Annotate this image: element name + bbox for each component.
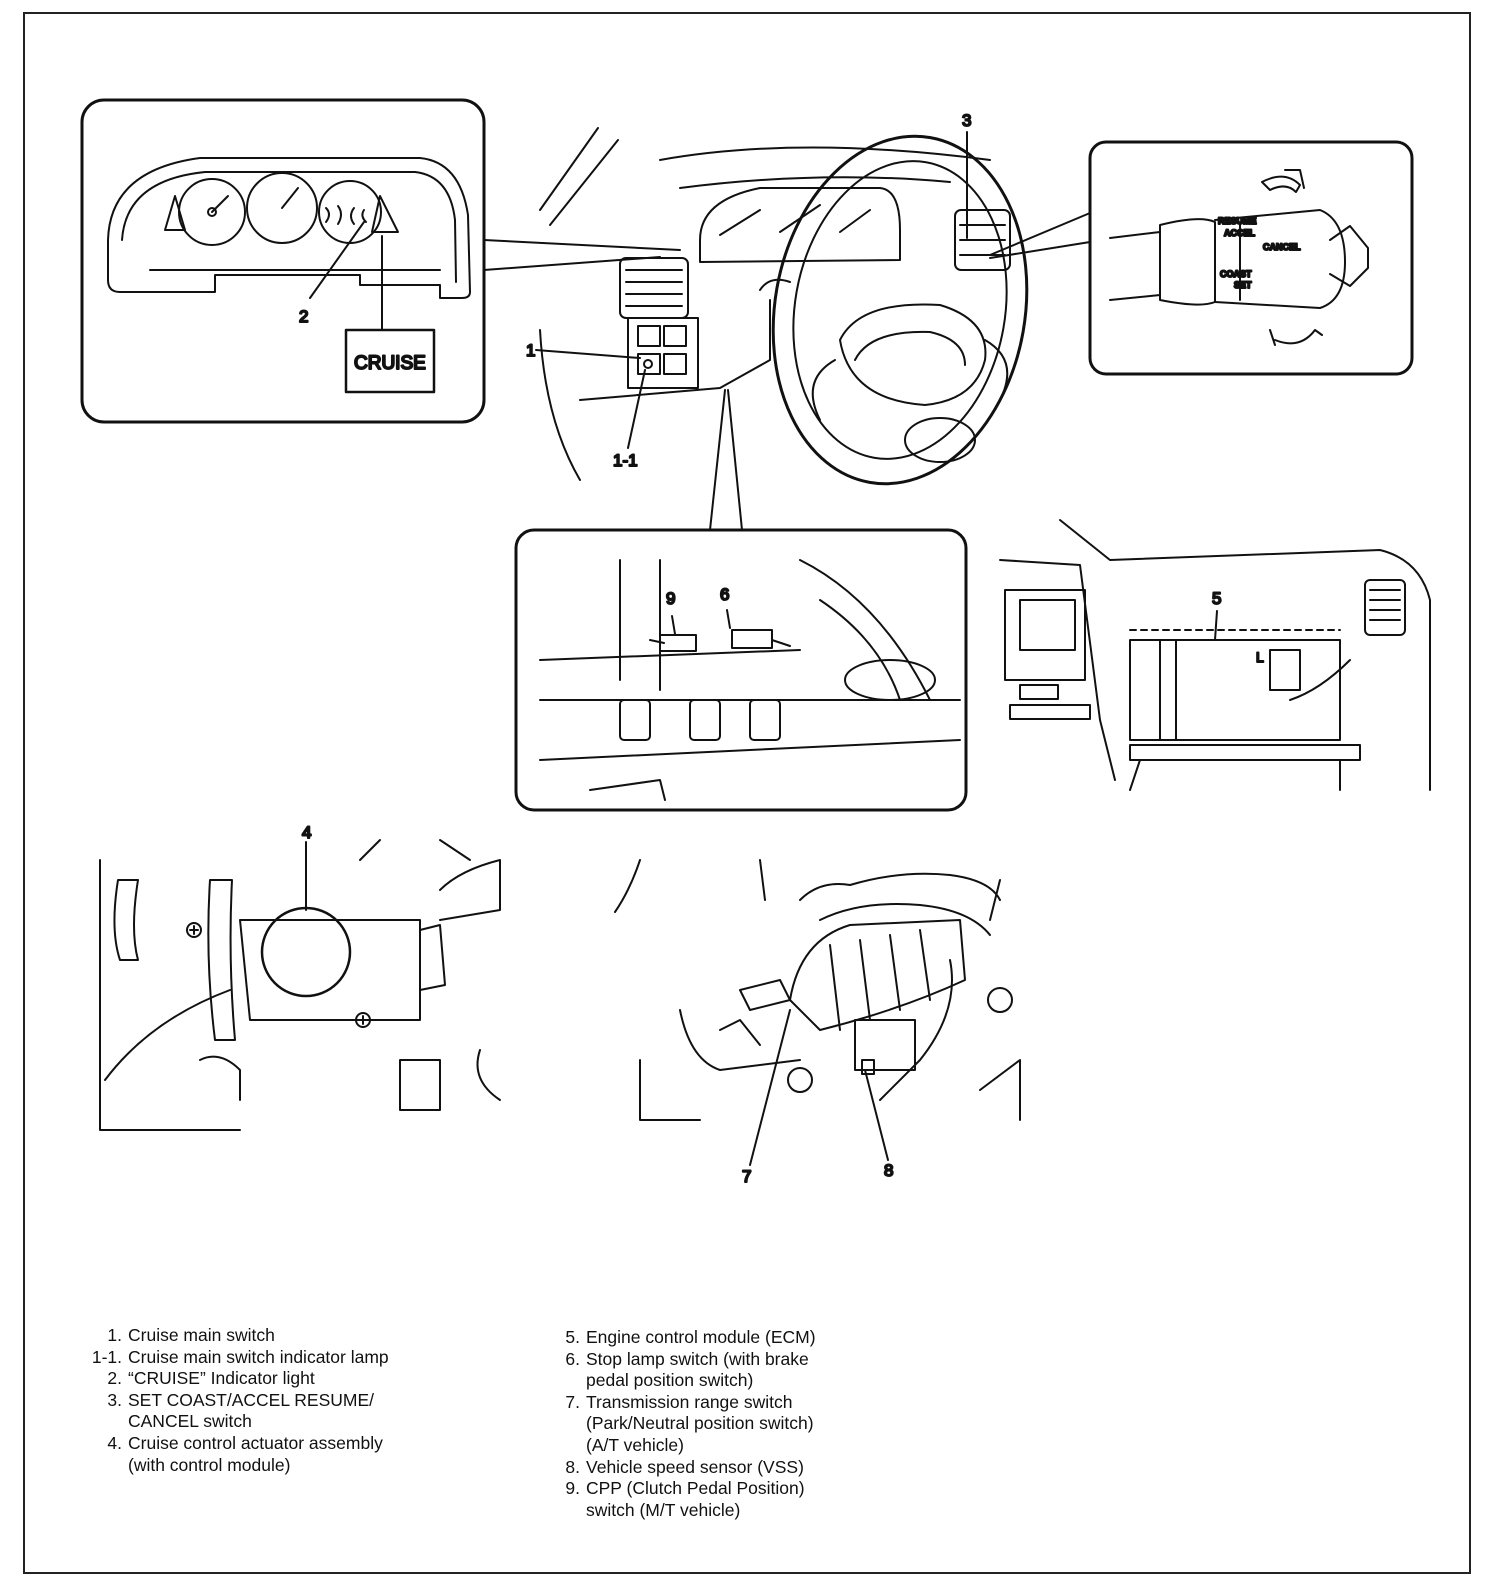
steering-wheel — [771, 134, 1029, 486]
legend-item-text: CPP (Clutch Pedal Position) switch (M/T … — [586, 1478, 805, 1520]
callout-5: 5 — [1212, 589, 1221, 608]
stalk-accel-label: ACCEL — [1224, 228, 1256, 238]
legend-item-number: 3. — [107, 1389, 122, 1410]
legend-item-number: 5. — [565, 1327, 580, 1347]
stalk-cancel-label: CANCEL — [1263, 242, 1301, 252]
actuator-view — [99, 839, 501, 1131]
instrument-cluster-inset — [80, 98, 681, 424]
legend-item-text: Engine control module (ECM) — [586, 1327, 816, 1347]
callout-3: 3 — [962, 111, 971, 130]
ecm-l-label: L — [1256, 649, 1264, 665]
legend-item-text: SET COAST/ACCEL RESUME/ CANCEL switch — [128, 1389, 375, 1432]
callout-2: 2 — [299, 307, 308, 326]
legend-item: 1. Cruise main switch — [82, 1325, 389, 1347]
legend-item-text: Stop lamp switch (with brake pedal posit… — [586, 1348, 809, 1391]
legend-item: 5. Engine control module (ECM) — [540, 1327, 816, 1349]
gauge-center — [246, 172, 318, 244]
legend-item-number: 1. — [107, 1325, 122, 1345]
dashboard-view — [535, 127, 1091, 531]
legend-item-number: 7. — [565, 1391, 580, 1412]
callout-6: 6 — [720, 585, 729, 604]
legend-item: 8. Vehicle speed sensor (VSS) — [540, 1457, 816, 1479]
legend-item: 9. CPP (Clutch Pedal Position) switch (M/… — [540, 1478, 816, 1521]
legend-item-number: 6. — [565, 1348, 580, 1369]
legend-item-text: Cruise main switch indicator lamp — [128, 1346, 389, 1367]
callout-7: 7 — [742, 1167, 751, 1186]
cruise-indicator-text: CRUISE — [354, 353, 426, 374]
legend-right: 5. Engine control module (ECM) 6. Stop lamp… — [540, 1327, 816, 1521]
legend-item: 4. Cruise control actuator assembly (with… — [82, 1433, 389, 1476]
legend-item: 6. Stop lamp switch (with brake pedal pos… — [540, 1349, 816, 1392]
actuator-body — [260, 906, 352, 998]
callout-9: 9 — [666, 589, 675, 608]
callout-1: 1 — [526, 341, 535, 360]
ecm-view — [999, 519, 1431, 791]
callout-8: 8 — [884, 1161, 893, 1180]
transmission-view — [614, 859, 1021, 1166]
stalk-resume-label: RESUME — [1218, 216, 1257, 226]
cruise-indicator-box — [344, 328, 436, 394]
stalk-set-label: SET — [1234, 280, 1252, 290]
stalk-coast-label: COAST — [1220, 269, 1252, 279]
legend-item-number: 2. — [107, 1368, 122, 1389]
legend-item-number: 9. — [565, 1478, 580, 1499]
legend-item-text: Transmission range switch (Park/Neutral … — [586, 1391, 814, 1455]
legend-item: 7. Transmission range switch (Park/Neutra… — [540, 1392, 816, 1457]
legend-item: 2. “CRUISE” Indicator light — [82, 1368, 389, 1390]
legend-item-number: 1-1. — [91, 1346, 122, 1367]
figure-border — [23, 12, 1471, 1574]
legend-left: 1. Cruise main switch 1-1. Cruise main swit… — [82, 1325, 389, 1476]
cruise-stalk-inset — [1088, 140, 1414, 376]
legend-item: 1-1. Cruise main switch indicator lamp — [82, 1347, 389, 1369]
pedal-switch-inset — [514, 528, 968, 812]
legend-item-text: “CRUISE” Indicator light — [128, 1368, 315, 1389]
legend-item-text: Cruise main switch — [128, 1325, 275, 1345]
legend-item-number: 8. — [565, 1456, 580, 1477]
callout-1-1: 1-1 — [613, 451, 638, 470]
legend-item: 3. SET COAST/ACCEL RESUME/ CANCEL switch — [82, 1390, 389, 1433]
legend-item-text: Vehicle speed sensor (VSS) — [586, 1456, 804, 1477]
legend-item-number: 4. — [107, 1432, 122, 1453]
callout-4: 4 — [302, 823, 311, 842]
legend-item-text: Cruise control actuator assembly (with c… — [128, 1432, 383, 1475]
